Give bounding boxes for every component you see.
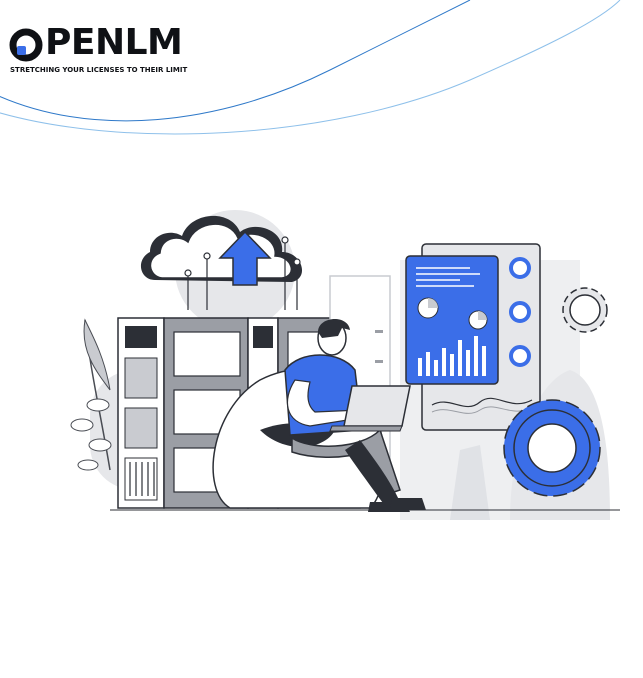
brand-tagline: STRETCHING YOUR LICENSES TO THEIR LIMIT xyxy=(10,66,188,74)
curve-dark xyxy=(0,0,471,122)
decorative-curves xyxy=(0,0,621,135)
curve-light xyxy=(0,0,621,135)
cloud-upload-icon xyxy=(140,215,303,310)
person-icon xyxy=(284,318,426,512)
dashboard-icon xyxy=(405,243,541,431)
gear-icon xyxy=(503,287,608,497)
plant-icon xyxy=(70,318,112,471)
laptop-icon xyxy=(329,385,411,432)
brand-name: PENLM xyxy=(45,22,183,63)
ring-dot-logo-icon xyxy=(9,28,43,62)
hero-illustration xyxy=(70,210,620,520)
